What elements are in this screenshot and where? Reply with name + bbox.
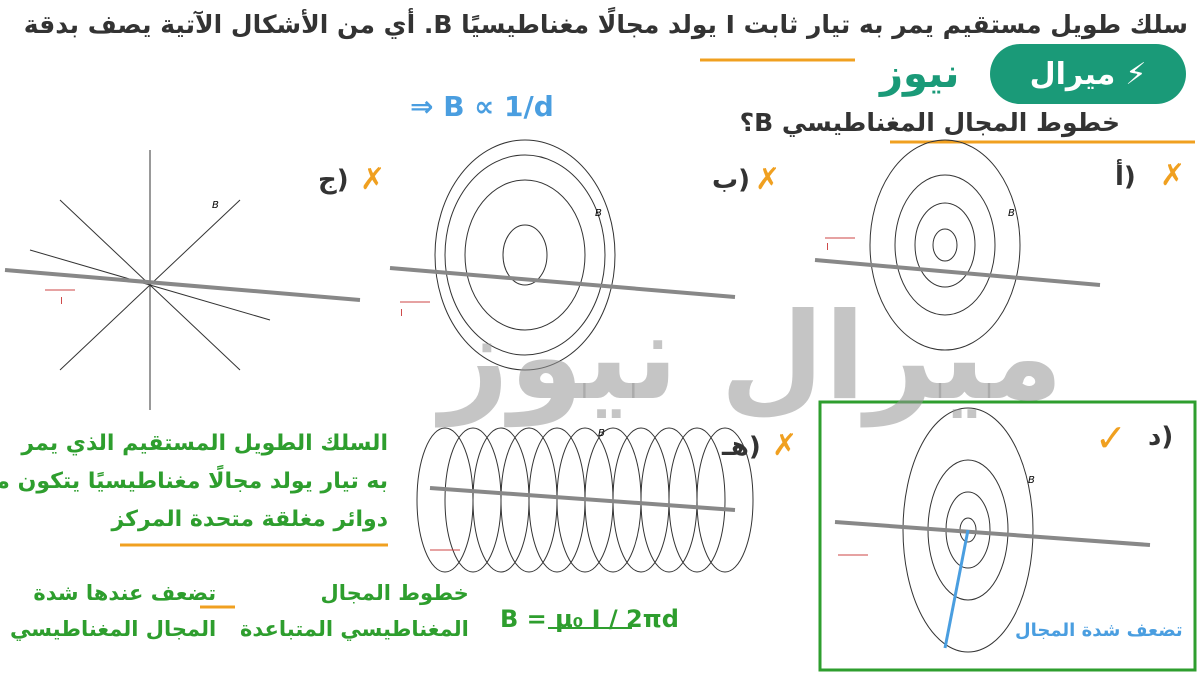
wrong-mark-icon: ✗	[755, 162, 781, 197]
formula: B = μ₀ I / 2πd	[500, 605, 679, 633]
helix-loop	[668, 427, 726, 573]
option-b-label[interactable]: ب)	[712, 165, 751, 195]
logo-text2: نيوز	[880, 51, 960, 97]
correct-mark-icon: ✓	[1095, 416, 1127, 460]
blue-arrow-icon	[943, 529, 970, 649]
field-label: B	[1028, 475, 1035, 486]
field-label: B	[212, 200, 219, 211]
weakens-note: تضعف شدة المجال	[1015, 620, 1183, 641]
diagram-a	[814, 139, 1101, 351]
wrong-mark-icon: ✗	[360, 162, 386, 197]
far-lines-note: خطوط المجال المغناطيسي المتباعدة	[240, 581, 469, 641]
option-a-label[interactable]: أ)	[1115, 162, 1136, 192]
field-label: B	[598, 428, 605, 439]
diagram-c	[4, 150, 361, 410]
question-line2: خطوط المجال المغناطيسي B؟	[739, 108, 1120, 137]
weak-note: تضعف عندها شدة المجال المغناطيسي	[10, 581, 217, 641]
proportional-note: ⇒ B ∝ 1/d	[410, 90, 554, 123]
option-e-label[interactable]: هـ)	[722, 432, 761, 462]
wrong-mark-icon: ✗	[772, 428, 798, 463]
lightning-icon: ⚡	[1125, 56, 1147, 92]
watermark: ميرال نيوز	[440, 288, 1064, 427]
current-label: I	[400, 308, 403, 319]
diagram-b	[389, 139, 736, 371]
field-label: B	[1008, 208, 1015, 219]
current-label: I	[826, 242, 829, 253]
logo: ⚡ميرال	[990, 44, 1186, 104]
option-d-label[interactable]: د)	[1148, 422, 1174, 452]
explanation-note: السلك الطويل المستقيم الذي يمر به تيار ي…	[0, 431, 388, 532]
wrong-mark-icon: ✗	[1160, 158, 1186, 193]
correct-answer-box	[818, 400, 1197, 672]
diagram-d	[834, 407, 1151, 653]
option-c-label[interactable]: ج)	[318, 165, 349, 195]
question-line1: سلك طويل مستقيم يمر به تيار ثابت I يولد …	[23, 10, 1188, 39]
helix-loop	[696, 427, 754, 573]
current-label: I	[60, 296, 63, 307]
field-label: B	[595, 208, 602, 219]
